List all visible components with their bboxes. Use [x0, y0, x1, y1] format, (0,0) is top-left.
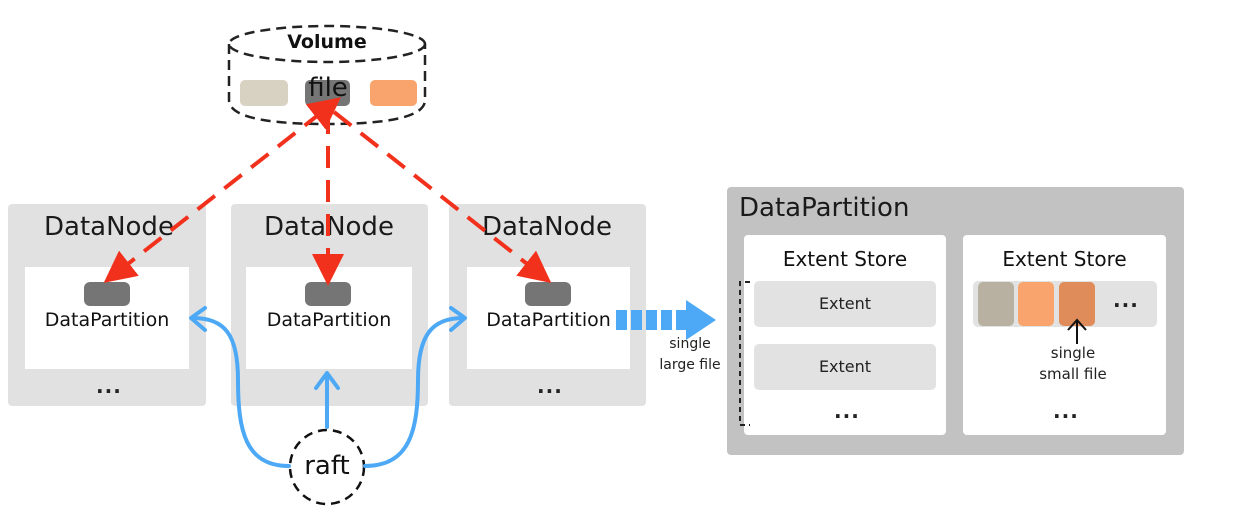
- single-large-file-label: single large file: [648, 334, 732, 376]
- extent-store-left-more: ...: [834, 399, 860, 423]
- datapartition-detail: DataPartition Extent Store Extent Extent…: [727, 187, 1184, 455]
- datanode-3-partition-card: DataPartition: [467, 267, 630, 369]
- extent-store-right: Extent Store ... single small file ...: [963, 235, 1166, 435]
- datanode-2-partition-label: DataPartition: [266, 309, 392, 331]
- raft-label: raft: [304, 451, 350, 481]
- datanode-3-partition-chip: [525, 282, 571, 306]
- datanode-2: DataNode DataPartition: [231, 204, 428, 406]
- file-label: file: [308, 73, 348, 103]
- extent-store-left: Extent Store Extent Extent ...: [744, 235, 946, 435]
- datanode-1-more: ...: [96, 374, 122, 398]
- small-file-extent-bar: ...: [973, 281, 1157, 327]
- datanode-3-partition-label: DataPartition: [486, 309, 611, 331]
- small-file-block-3: [1059, 282, 1095, 326]
- extent-store-left-title: Extent Store: [782, 247, 908, 271]
- single-large-file-line-2: large file: [659, 357, 721, 373]
- extent-store-right-more: ...: [1053, 399, 1079, 423]
- transfer-dash-5: [676, 310, 686, 330]
- extent-bar-2: Extent: [754, 344, 936, 390]
- extent-bar-1: Extent: [754, 281, 936, 327]
- transfer-dash-4: [661, 310, 672, 330]
- extent-bar-2-label: Extent: [818, 357, 872, 376]
- volume-block-1: [240, 80, 288, 106]
- small-file-bar-more: ...: [1113, 288, 1139, 312]
- transfer-dash-3: [646, 310, 657, 330]
- single-small-file-label: single small file: [1023, 343, 1123, 385]
- datanode-2-partition-chip: [305, 282, 351, 306]
- datanode-3-more: ...: [537, 374, 563, 398]
- datanode-3: DataNode DataPartition ...: [449, 204, 646, 406]
- datanode-1-partition-label: DataPartition: [44, 309, 170, 331]
- datapartition-detail-title: DataPartition: [739, 193, 910, 223]
- datanode-3-title: DataNode: [482, 212, 612, 242]
- datanode-2-partition-card: DataPartition: [246, 267, 412, 369]
- single-small-file-line-1: single: [1050, 344, 1096, 362]
- volume-title: Volume: [287, 31, 367, 53]
- single-large-file-line-1: single: [669, 336, 711, 352]
- raft-node: raft: [287, 427, 367, 507]
- datanode-1: DataNode DataPartition ...: [8, 204, 206, 406]
- datanode-1-title: DataNode: [44, 212, 174, 242]
- datanode-1-partition-chip: [84, 282, 130, 306]
- volume-block-3: [370, 80, 417, 106]
- extent-store-right-title: Extent Store: [1002, 247, 1127, 271]
- single-small-file-line-2: small file: [1039, 365, 1107, 383]
- datanode-2-title: DataNode: [264, 212, 394, 242]
- small-file-block-2: [1018, 282, 1054, 326]
- small-file-block-1: [978, 282, 1014, 326]
- extent-bar-1-label: Extent: [818, 294, 872, 313]
- datanode-1-partition-card: DataPartition: [25, 267, 189, 369]
